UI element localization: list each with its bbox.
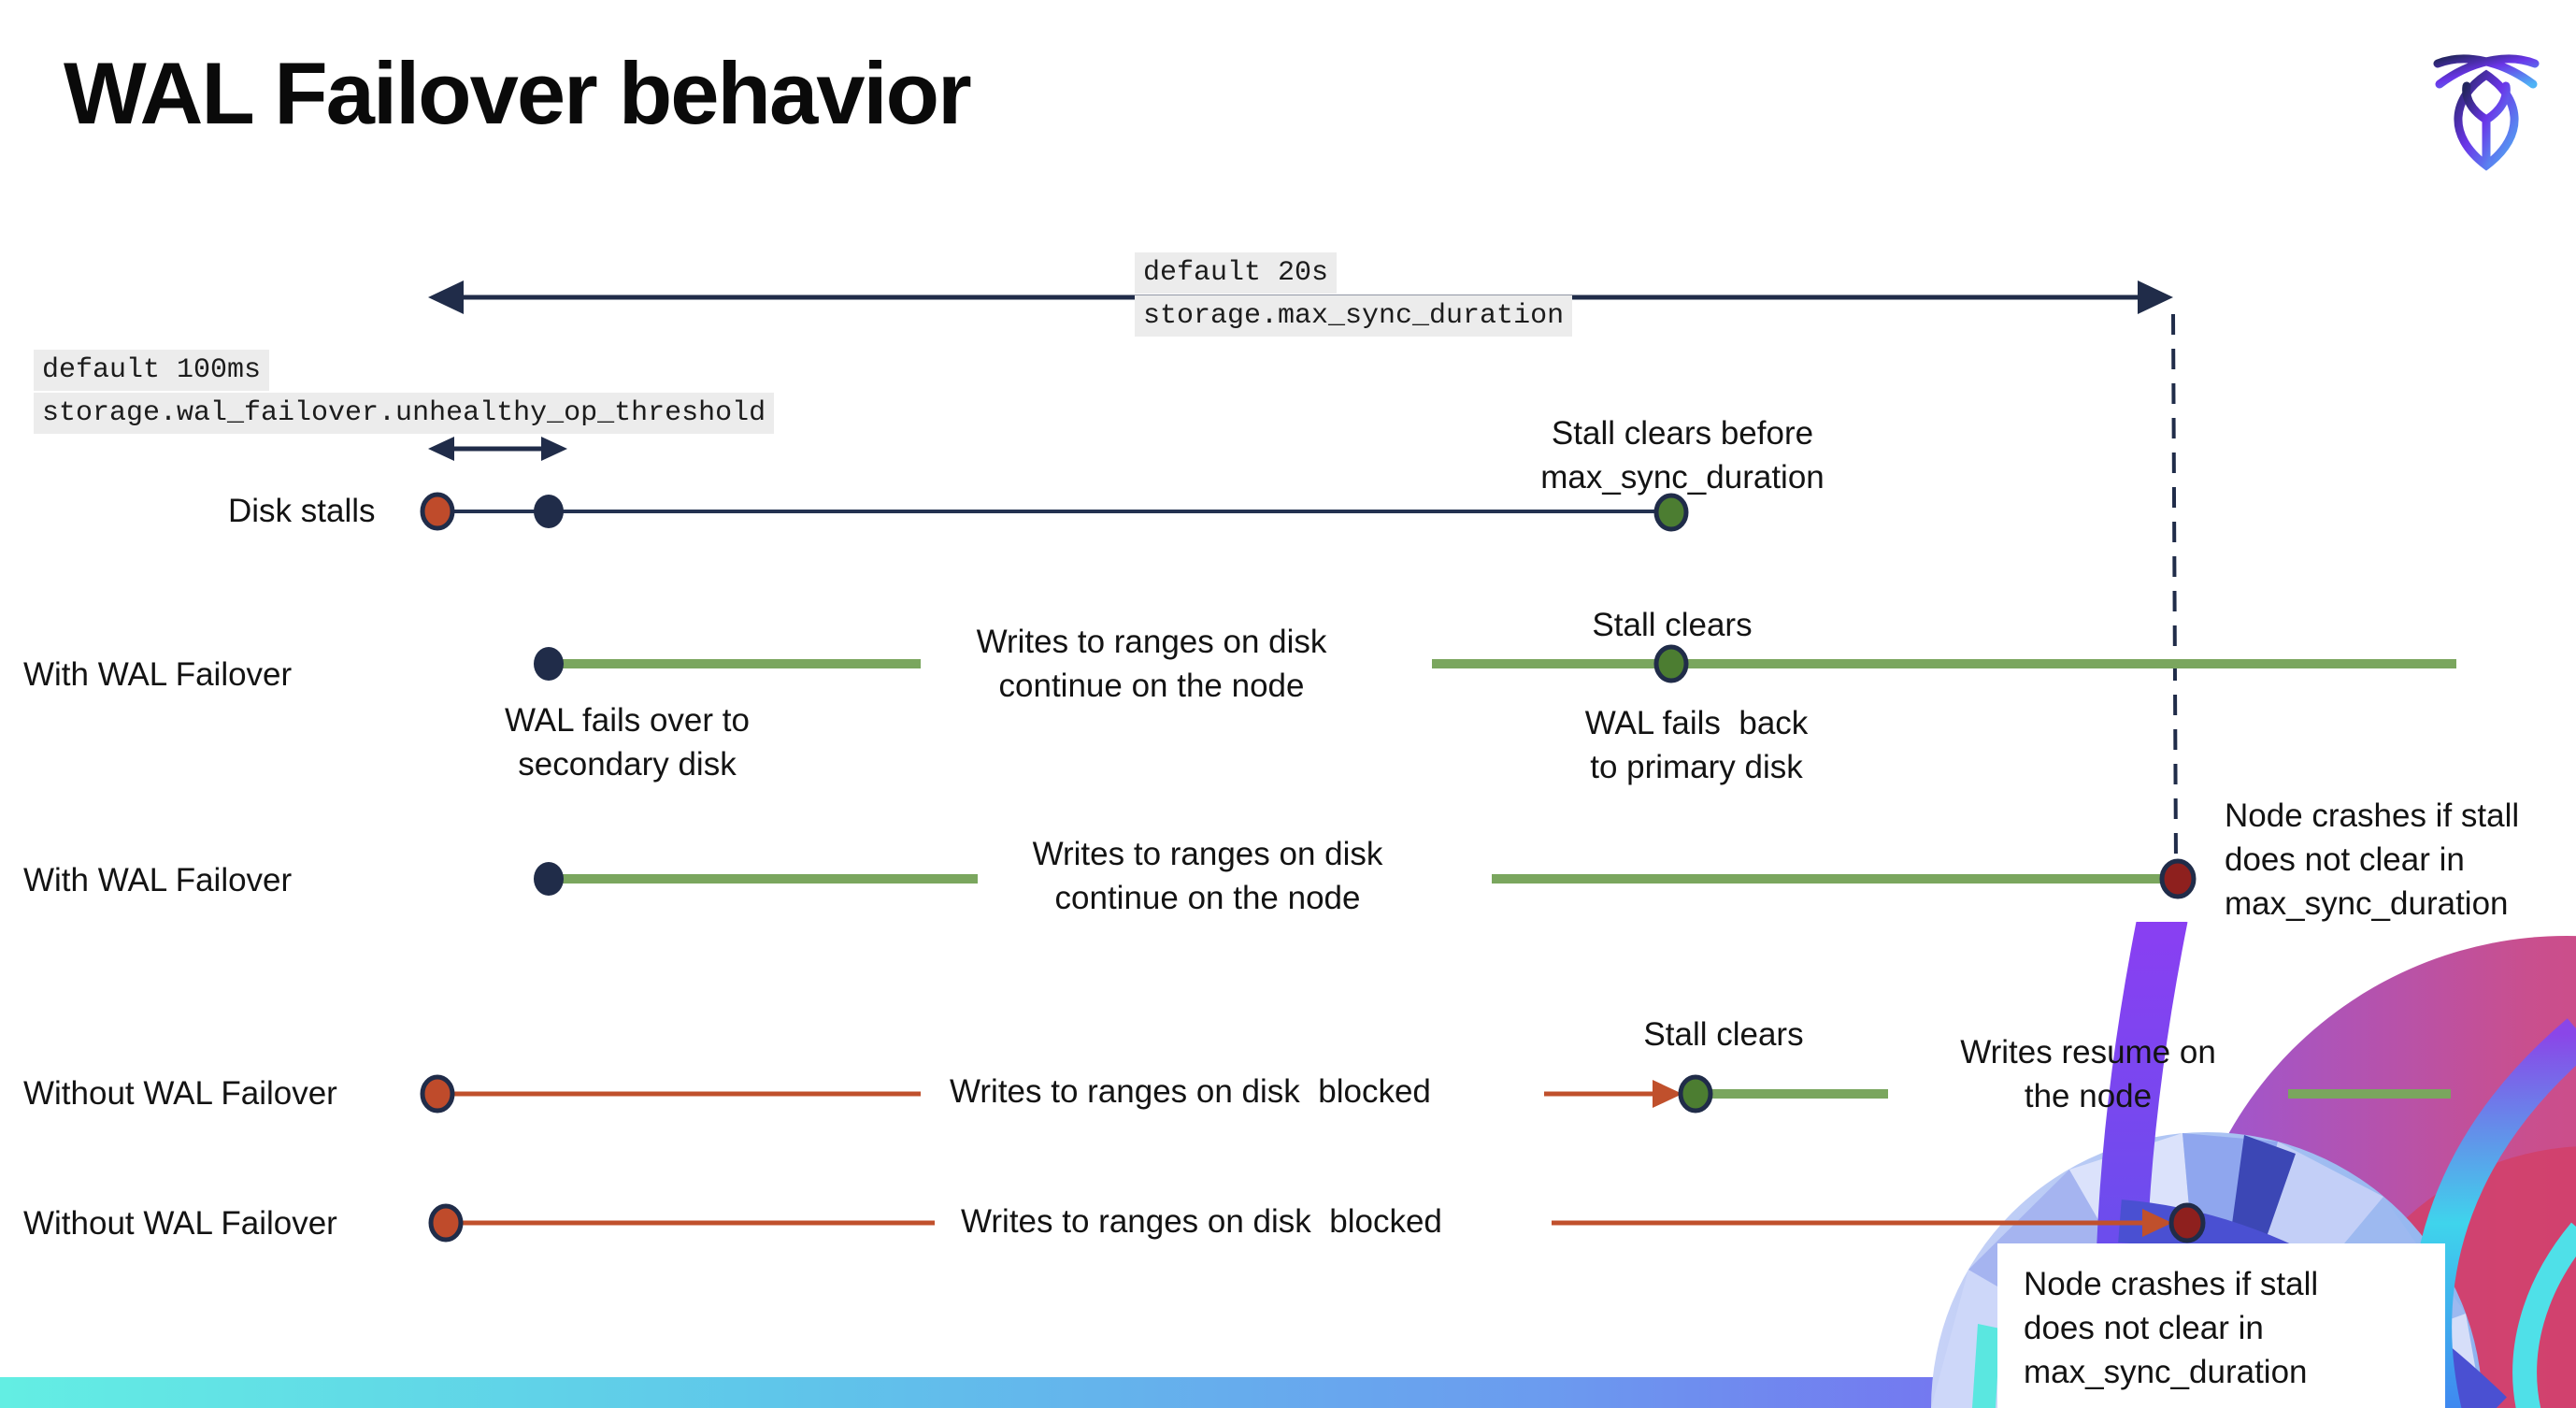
- annotation-writes-blocked-row4: Writes to ranges on disk blocked: [950, 1073, 1431, 1110]
- annotation-node-crashes-row5: Node crashes if stall does not clear in …: [2024, 1266, 2319, 1390]
- row4-stall-clears-dot: [1678, 1074, 1713, 1113]
- row3-label: With WAL Failover: [23, 862, 293, 898]
- page-title: WAL Failover behavior: [64, 44, 972, 142]
- annotation-stall-clears-row2: Stall clears: [1592, 607, 1753, 643]
- row4-red-arrowhead: [1653, 1080, 1682, 1108]
- annotation-writes-continue-row3: Writes to ranges on disk continue on the…: [1032, 836, 1383, 916]
- row1-disk-stall-dot: [420, 492, 455, 531]
- row4-label: Without WAL Failover: [23, 1075, 337, 1112]
- row1-stall-clears-dot: [1653, 493, 1689, 532]
- arrowhead-right: [541, 437, 567, 461]
- row2-stall-clears-dot: [1653, 644, 1689, 683]
- annotation-node-crashes-row3: Node crashes if stall does not clear in …: [2225, 797, 2520, 922]
- annotation-writes-resume: Writes resume on the node: [1960, 1034, 2216, 1114]
- unhealthy-op-threshold-label: default 100ms storage.wal_failover.unhea…: [34, 350, 775, 436]
- row3-crash-dot: [2159, 858, 2197, 899]
- arrowhead-right: [2138, 280, 2173, 314]
- max-sync-setting-label: storage.max_sync_duration: [1135, 295, 1573, 337]
- row3-failover-dot: [534, 862, 564, 896]
- max-sync-duration-label: default 20s storage.max_sync_duration: [1135, 252, 1573, 338]
- row5-label: Without WAL Failover: [23, 1205, 337, 1242]
- row5-disk-stall-dot: [428, 1203, 464, 1243]
- annotation-stall-clears-before: Stall clears before max_sync_duration: [1540, 415, 1825, 496]
- row5-crash-dot: [2168, 1202, 2206, 1243]
- unhealthy-op-setting-label: storage.wal_failover.unhealthy_op_thresh…: [34, 393, 775, 434]
- logo-veins: [2462, 81, 2511, 167]
- node-crashes-callout-box: Node crashes if stall does not clear in …: [1997, 1243, 2445, 1408]
- annotation-writes-continue-row2: Writes to ranges on disk continue on the…: [976, 624, 1327, 704]
- row5-red-arrowhead: [2142, 1209, 2172, 1237]
- row1-label: Disk stalls: [228, 493, 376, 529]
- row1-threshold-dot: [534, 495, 564, 528]
- unhealthy-op-default-label: default 100ms: [34, 350, 270, 391]
- annotation-wal-fails-over: WAL fails over to secondary disk: [505, 702, 750, 783]
- annotation-writes-blocked-row5: Writes to ranges on disk blocked: [961, 1203, 1442, 1240]
- logo-antenna-right: [2435, 54, 2540, 89]
- cockroachdb-logo-icon: [2433, 54, 2540, 171]
- unhealthy-op-threshold-arrow: [428, 437, 567, 461]
- annotation-stall-clears-row4: Stall clears: [1643, 1016, 1804, 1053]
- row4-disk-stall-dot: [420, 1074, 455, 1113]
- arrowhead-left: [428, 280, 464, 314]
- max-sync-default-label: default 20s: [1135, 252, 1338, 294]
- row2-label: With WAL Failover: [23, 656, 293, 693]
- annotation-wal-fails-back: WAL fails back to primary disk: [1584, 705, 1809, 785]
- row2-failover-dot: [534, 647, 564, 681]
- arrowhead-left: [428, 437, 454, 461]
- decor-teal-edge-band: [2512, 1222, 2576, 1408]
- max-sync-dashed-line: [2171, 313, 2178, 866]
